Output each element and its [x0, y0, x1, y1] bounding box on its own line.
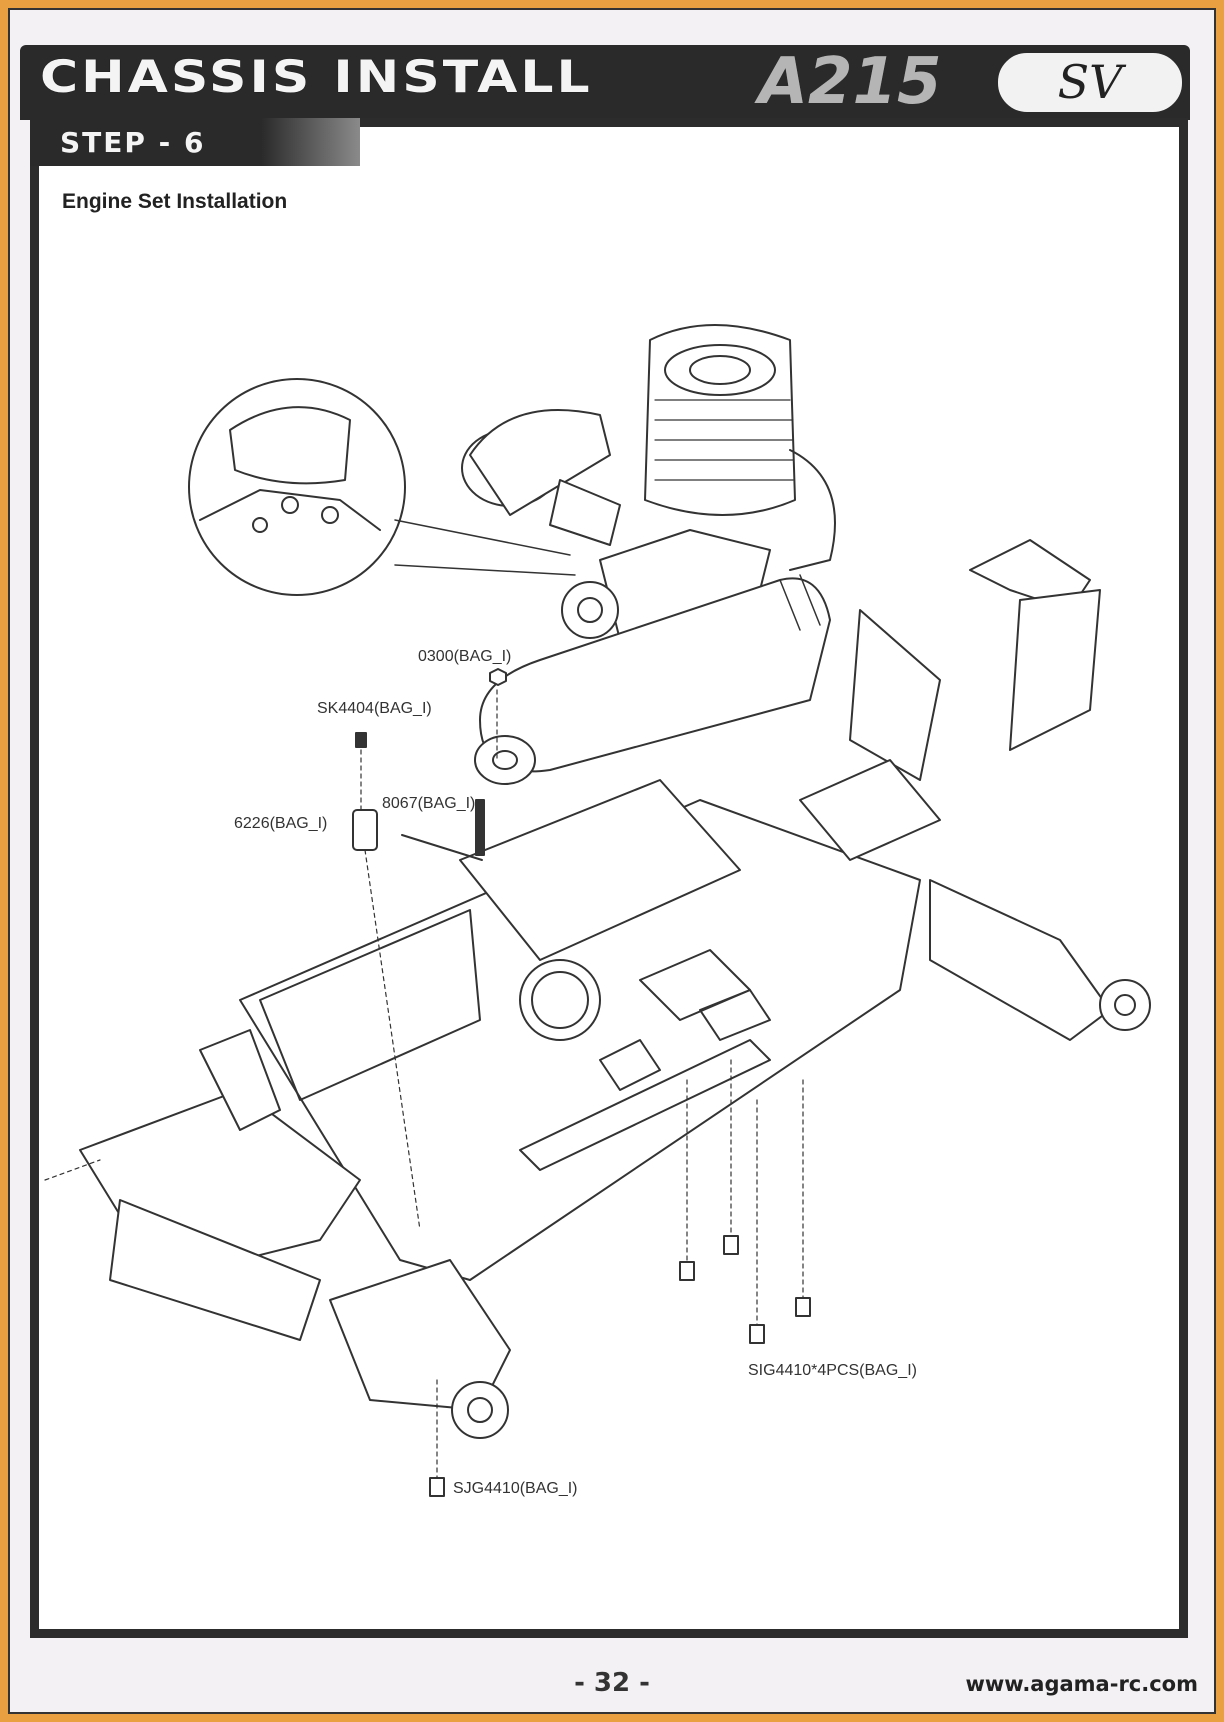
callout-pin: 8067(BAG_I)	[382, 795, 476, 812]
front-suspension-drawing	[79, 1029, 511, 1439]
rear-suspension-drawing	[799, 539, 1151, 1041]
model-badge: SV	[995, 50, 1185, 115]
callout-collar: 6226(BAG_I)	[234, 815, 328, 832]
alignment-lines	[44, 689, 804, 1479]
section-title: CHASSIS INSTALL	[40, 52, 593, 103]
step-label: STEP - 6	[60, 126, 206, 159]
section-heading: Engine Set Installation	[62, 190, 288, 213]
page-number: - 32 -	[574, 1668, 650, 1698]
content-frame	[30, 118, 1188, 1638]
detail-inset	[188, 378, 576, 596]
step-band	[30, 118, 360, 166]
frame-top-bar	[30, 118, 1188, 127]
callout-set-screw: SK4404(BAG_I)	[317, 700, 432, 717]
callout-front-screw: SJG4410(BAG_I)	[453, 1480, 578, 1497]
model-logo: A215	[720, 45, 980, 120]
exhaust-pipe-drawing	[474, 574, 831, 785]
model-badge-text: SV	[1057, 55, 1123, 109]
callout-nut: 0300(BAG_I)	[418, 648, 512, 665]
callout-bottom-screws: SIG4410*4PCS(BAG_I)	[748, 1362, 917, 1379]
website-url: www.agama-rc.com	[965, 1672, 1198, 1696]
